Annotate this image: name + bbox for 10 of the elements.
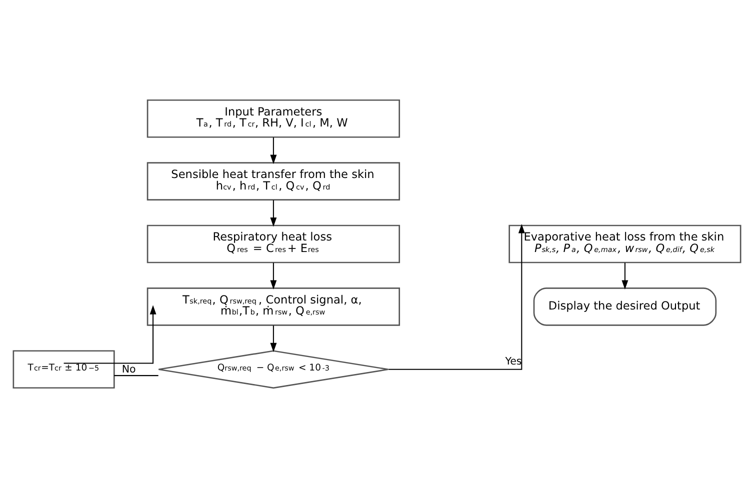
arrow — [270, 136, 276, 164]
node-box: Display the desired Output — [532, 287, 716, 326]
arrow — [621, 262, 628, 289]
arrow — [270, 262, 276, 289]
connector — [114, 374, 158, 376]
arrow — [63, 304, 156, 364]
arrow — [270, 325, 276, 352]
arrow — [270, 200, 276, 226]
edge-label: No — [121, 362, 136, 375]
arrow — [388, 223, 524, 370]
